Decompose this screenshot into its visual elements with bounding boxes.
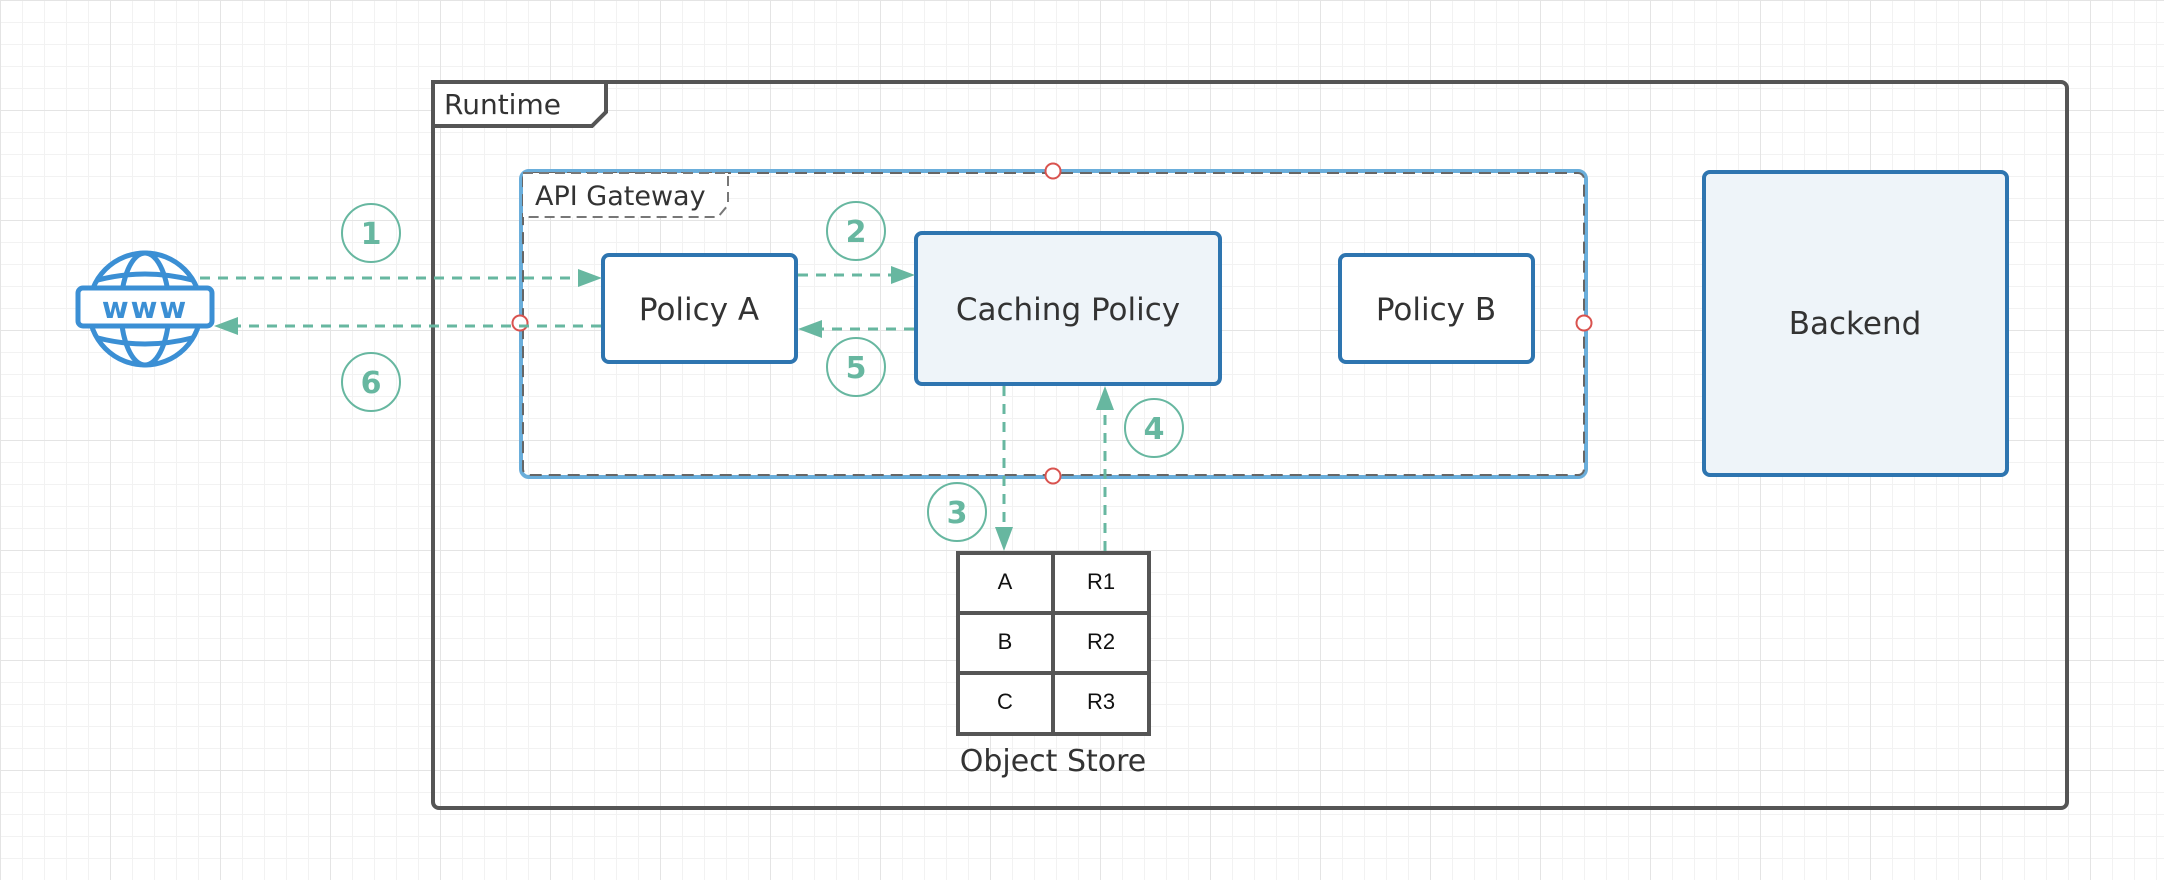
step-badge-6 [341, 352, 401, 412]
table-cell: R3 [1087, 689, 1115, 714]
step-badges: 1 2 3 4 5 6 [341, 201, 1184, 542]
table-cell: B [998, 629, 1013, 654]
step-badge-3 [927, 482, 987, 542]
backend-label: Backend [1789, 306, 1922, 342]
runtime-frame: Runtime [431, 80, 2069, 810]
flow-connectors [200, 266, 1114, 551]
step-badge-1 [341, 203, 401, 263]
backend-node[interactable]: Backend [1702, 170, 2009, 477]
api-gateway-label: API Gateway [535, 181, 706, 212]
step-number-3: 3 [947, 496, 968, 531]
arrowhead-2 [891, 266, 915, 284]
api-gateway-tab [523, 172, 729, 218]
globe-latitude-top [97, 271, 193, 283]
arrowhead-5 [798, 320, 822, 338]
step-number-6: 6 [361, 366, 382, 401]
table-cell: C [997, 689, 1013, 714]
resize-handle-top[interactable] [1044, 162, 1062, 180]
step-badge-2 [826, 201, 886, 261]
arrowhead-1 [578, 269, 602, 287]
resize-handle-right[interactable] [1575, 314, 1593, 332]
globe-latitude-bottom [97, 335, 193, 347]
step-number-4: 4 [1144, 412, 1165, 447]
step-number-1: 1 [361, 217, 382, 252]
policy-a-box[interactable] [601, 253, 798, 364]
backend-box[interactable] [1702, 170, 2009, 477]
www-label: www [102, 291, 188, 325]
object-store[interactable]: A R1 B R2 C R3 Object Store [956, 551, 1151, 779]
policy-a-node[interactable]: Policy A [601, 253, 798, 364]
caching-policy-box[interactable] [914, 231, 1222, 386]
policy-a-label: Policy A [639, 292, 759, 328]
table-cell: R2 [1087, 629, 1115, 654]
step-number-5: 5 [846, 351, 867, 386]
step-badge-5 [826, 337, 886, 397]
caching-policy-node[interactable]: Caching Policy [914, 231, 1222, 386]
policy-b-node[interactable]: Policy B [1338, 253, 1535, 364]
api-gateway-group: API Gateway [511, 162, 1593, 485]
runtime-border [431, 80, 2069, 810]
runtime-label: Runtime [444, 88, 561, 121]
arrowhead-4 [1096, 386, 1114, 410]
step-badge-4 [1124, 398, 1184, 458]
runtime-tab [431, 80, 608, 128]
table-cell: A [998, 569, 1013, 594]
arrowhead-6 [214, 317, 238, 335]
policy-b-label: Policy B [1376, 292, 1496, 328]
caching-policy-label: Caching Policy [956, 292, 1180, 328]
resize-handle-bottom[interactable] [1044, 467, 1062, 485]
resize-handle-left[interactable] [511, 314, 529, 332]
object-store-label: Object Store [960, 744, 1147, 779]
arrowhead-3 [995, 527, 1013, 551]
www-globe-icon[interactable]: www [75, 250, 215, 368]
policy-b-box[interactable] [1338, 253, 1535, 364]
table-cell: R1 [1087, 569, 1115, 594]
www-banner [75, 285, 215, 329]
step-number-2: 2 [846, 215, 867, 250]
